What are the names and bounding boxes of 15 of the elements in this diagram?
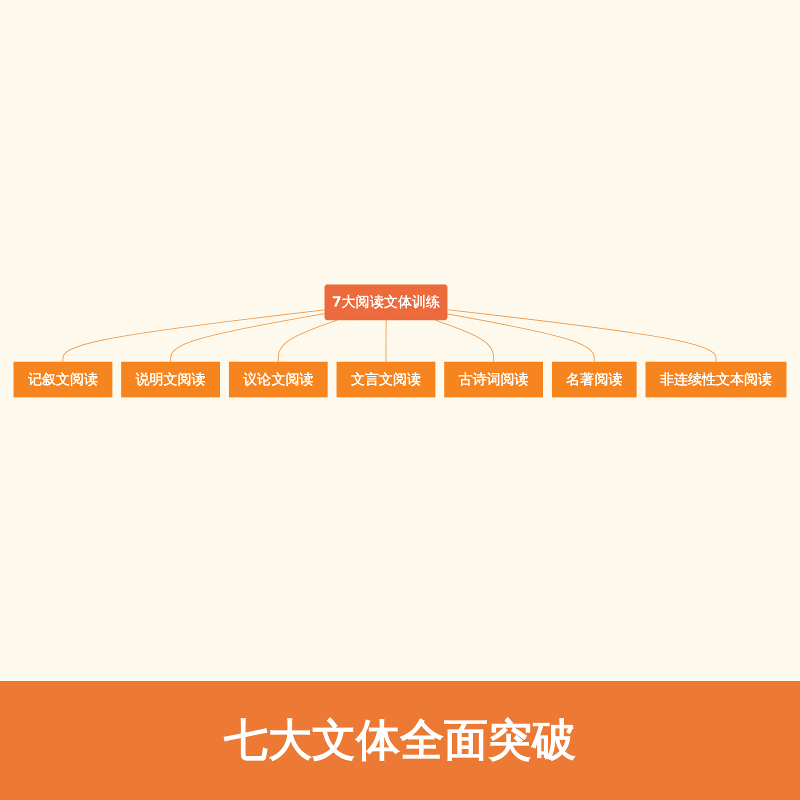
node-box: 非连续性文本阅读 [646, 361, 786, 397]
connector [170, 312, 326, 362]
node-box: 议论文阅读 [228, 361, 328, 397]
connector [434, 319, 494, 362]
connector [62, 308, 326, 362]
node-box: 说明文阅读 [121, 361, 220, 397]
node-box: 名著阅读 [552, 361, 637, 397]
node-box: 文言文阅读 [336, 361, 436, 397]
connector [278, 319, 338, 362]
connector [385, 319, 387, 362]
connector [446, 308, 716, 362]
node-box: 古诗词阅读 [444, 361, 544, 397]
node-box: 记叙文阅读 [14, 361, 112, 397]
caption: 七大文体全面突破 [224, 714, 576, 768]
connector [446, 312, 595, 362]
